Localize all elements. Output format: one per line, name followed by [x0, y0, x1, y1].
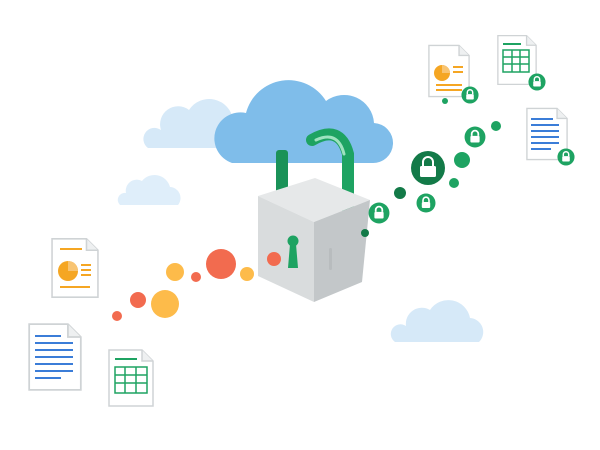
lock-badge-icon [528, 73, 546, 91]
pie-chart-icon [58, 261, 78, 281]
data-stream-left [112, 249, 281, 321]
document-icon [497, 34, 537, 86]
lock-badge-icon [416, 193, 436, 213]
document-icon [108, 349, 154, 407]
lock-badge-icon [411, 151, 445, 185]
lock-badge-icon [557, 148, 575, 166]
spreadsheet-icon [114, 366, 148, 394]
pie-chart-icon [434, 65, 450, 81]
cloud-icon [390, 300, 484, 342]
document-icon [28, 323, 82, 391]
document-icon [51, 237, 99, 299]
lock-badge-icon [461, 86, 479, 104]
padlock-icon [258, 128, 370, 302]
document-icon [526, 107, 568, 161]
cloud-icon [117, 174, 181, 205]
lock-badge-icon [368, 202, 390, 224]
lock-badge-icon [464, 126, 486, 148]
spreadsheet-icon [502, 49, 530, 73]
document-icon [428, 44, 470, 98]
cloud-icon [214, 80, 394, 164]
data-stream-right [361, 98, 501, 237]
